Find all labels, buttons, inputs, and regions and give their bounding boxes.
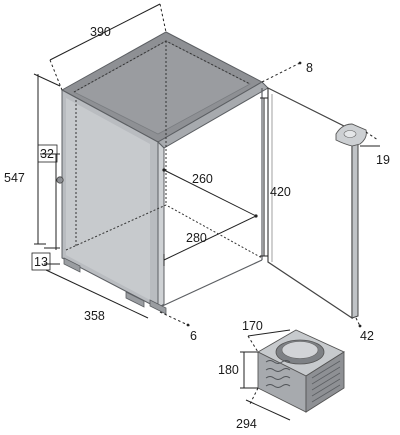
inner-width-dot-start bbox=[162, 168, 166, 172]
door-thickness-dot bbox=[358, 324, 362, 328]
base-height-label-frame bbox=[31, 252, 51, 271]
label-base-height: 13 bbox=[34, 255, 48, 269]
top-clearance-dot bbox=[298, 61, 302, 65]
cabinet-front-bottom-edge bbox=[157, 259, 263, 309]
label-top-clearance: 8 bbox=[306, 61, 313, 75]
door-panel bbox=[267, 87, 353, 320]
unit-width-ext bbox=[247, 335, 259, 353]
bottom-depth-line bbox=[45, 269, 149, 319]
unit-depth-line bbox=[245, 399, 291, 421]
label-bottom-depth: 358 bbox=[84, 309, 105, 323]
label-total-height: 547 bbox=[4, 171, 25, 185]
cabinet bbox=[56, 31, 269, 315]
label-inner-width: 260 bbox=[192, 172, 213, 186]
unit-width-line bbox=[247, 329, 291, 337]
label-inner-height: 420 bbox=[270, 185, 291, 199]
inner-dimensions bbox=[162, 97, 268, 266]
inner-depth-line bbox=[163, 215, 257, 261]
door-handle-grip bbox=[343, 130, 357, 138]
unit-depth-ext bbox=[249, 387, 259, 405]
cabinet-foot-left bbox=[63, 257, 81, 273]
cabinet-side-highlight bbox=[66, 98, 150, 300]
top-width-ext-right bbox=[159, 3, 167, 33]
total-height-tick-top bbox=[33, 73, 61, 87]
label-unit-depth: 294 bbox=[236, 417, 257, 431]
dimension-labels: 390 8 32 547 19 260 420 280 13 358 6 42 … bbox=[4, 25, 390, 431]
cabinet-hidden-back-bottom bbox=[65, 204, 263, 259]
label-unit-width: 170 bbox=[242, 319, 263, 333]
external-dimensions bbox=[33, 3, 380, 328]
label-unit-height: 180 bbox=[218, 363, 239, 377]
door-thickness-line bbox=[355, 317, 361, 327]
cabinet-front-left-post bbox=[157, 140, 165, 309]
side-hinge-knob bbox=[56, 176, 64, 184]
cabinet-foot-right bbox=[149, 299, 167, 315]
label-inner-depth: 280 bbox=[186, 231, 207, 245]
label-door-thickness: 42 bbox=[360, 329, 374, 343]
unit-coils bbox=[265, 360, 291, 388]
top-width-ext-left bbox=[49, 59, 63, 91]
cabinet-top-rim bbox=[73, 40, 251, 135]
label-handle-depth: 19 bbox=[376, 153, 390, 167]
top-clearance-line bbox=[261, 61, 303, 83]
bottom-clearance-line bbox=[159, 311, 191, 327]
label-bottom-clearance: 6 bbox=[190, 329, 197, 343]
unit-grill bbox=[311, 360, 341, 403]
bottom-clearance-dot bbox=[186, 323, 190, 327]
hinge-offset-label-frame bbox=[37, 144, 58, 163]
inner-width-line bbox=[163, 169, 257, 217]
label-width-top: 390 bbox=[90, 25, 111, 39]
unit-dimensions bbox=[240, 329, 291, 421]
top-width-line bbox=[49, 3, 161, 61]
cooling-unit bbox=[257, 329, 345, 413]
cabinet-foot-front bbox=[125, 291, 145, 308]
unit-fan-hub bbox=[281, 341, 319, 359]
handle-depth-ext bbox=[365, 131, 379, 141]
door-edge bbox=[351, 127, 359, 319]
label-hinge-offset: 32 bbox=[40, 147, 54, 161]
door bbox=[267, 87, 367, 320]
